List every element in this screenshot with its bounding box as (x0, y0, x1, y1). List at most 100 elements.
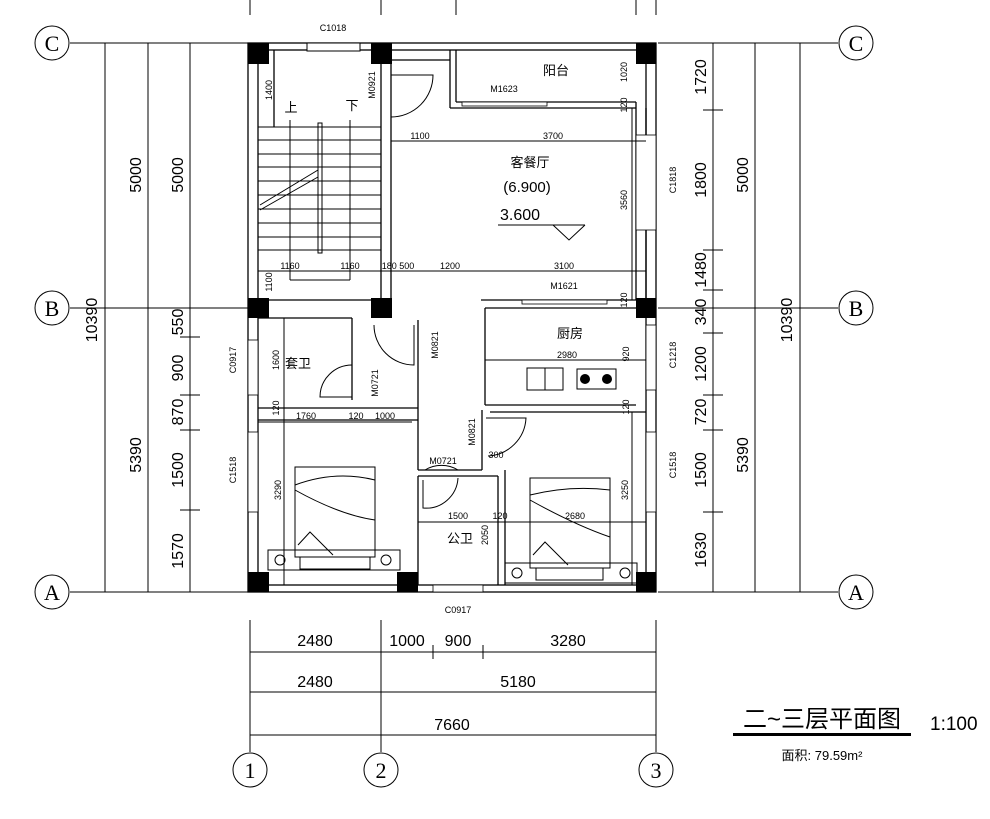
axis-label-b: B (45, 296, 60, 321)
dim-text: 870 (170, 399, 187, 426)
right-dimensions: 1720 1800 1480 340 1200 720 1500 1630 50… (693, 59, 796, 568)
door-label: M0821 (430, 331, 440, 359)
dim-text: 1400 (264, 80, 274, 100)
dim-text: 1160 (280, 261, 299, 271)
dim-text: 2680 (565, 511, 585, 521)
dim-text: 1600 (271, 350, 281, 370)
axis-label-a: A (848, 580, 864, 605)
dim-text: 1760 (296, 411, 316, 421)
room-label-ensuite: 套卫 (285, 356, 311, 371)
walls (247, 42, 657, 593)
dim-text: 3560 (619, 190, 629, 210)
axis-label-b: B (849, 296, 864, 321)
inner-dimension-labels: 1400 1020 120 1100 3700 3560 1160 1160 1… (264, 62, 631, 545)
stove-icon (576, 368, 617, 390)
window-label: C1018 (320, 23, 347, 33)
axis-label-3: 3 (651, 758, 662, 783)
door-label: M0921 (367, 71, 377, 99)
dim-text: 1500 (170, 452, 187, 488)
dim-text: 340 (693, 299, 710, 326)
axis-label-a: A (44, 580, 60, 605)
dim-text: 1720 (693, 59, 710, 95)
window-label: C1518 (228, 457, 238, 484)
door-label: M0821 (467, 418, 477, 446)
dim-text: 1630 (693, 532, 710, 568)
dim-text: 1200 (440, 261, 460, 271)
dim-text: 2480 (297, 674, 333, 691)
axis-label-1: 1 (245, 758, 256, 783)
columns (248, 43, 656, 592)
dim-text: 120 (621, 399, 631, 414)
dim-text: 3700 (543, 131, 563, 141)
axis-label-c: C (45, 31, 60, 56)
bottom-dimensions: 2480 1000 900 3280 2480 5180 7660 (297, 633, 586, 734)
dim-text: 1570 (170, 533, 187, 569)
dim-text: 2480 (297, 633, 333, 650)
dim-text: 10390 (84, 298, 101, 343)
stair-down-label: 下 (345, 98, 358, 113)
axis-markers: C C B B A A 1 2 3 (34, 25, 874, 788)
door-labels: M0921 M1623 M1621 M0721 M0821 M0821 M072… (367, 71, 578, 466)
grid-lines (70, 42, 838, 752)
floor-level-label: 3.600 (500, 207, 540, 224)
title-text: 二~三层平面图 (743, 706, 901, 733)
dim-text: 1500 (693, 452, 710, 488)
dim-text: 2050 (480, 525, 490, 545)
dim-text: 5000 (128, 157, 145, 193)
dim-text: 3100 (554, 261, 574, 271)
room-label-balcony: 阳台 (543, 63, 569, 78)
dim-text: 1020 (619, 62, 629, 82)
stair-up-label: 上 (284, 100, 297, 115)
door-label: M0721 (370, 369, 380, 397)
bed-left (267, 466, 401, 571)
window-label: C0917 (228, 347, 238, 374)
room-label-living: 客餐厅 (510, 155, 549, 170)
dim-text: 1000 (389, 633, 425, 650)
door-swings (319, 74, 527, 509)
dim-text: 10390 (779, 298, 796, 343)
staircase (258, 120, 381, 281)
window-labels: C1018 C0917 C1518 C1818 C1218 C1518 C091… (228, 23, 678, 615)
dim-text: 1500 (448, 511, 468, 521)
dim-text: 920 (621, 346, 631, 361)
axis-label-c: C (849, 31, 864, 56)
door-label: M1623 (490, 84, 518, 94)
door-label: M1621 (550, 281, 578, 291)
dim-text: 1000 (375, 411, 395, 421)
dim-text: 5390 (735, 437, 752, 473)
top-extension-lines (249, 0, 657, 15)
scale-text: 1:100 (930, 714, 978, 735)
axis-label-2: 2 (376, 758, 387, 783)
dim-text: 120 (619, 292, 629, 307)
dim-text: 1100 (410, 131, 429, 141)
left-dimensions: 10390 5000 5000 5390 550 900 870 1500 15… (84, 157, 187, 569)
window-label: C1818 (668, 167, 678, 194)
drawing-title: 二~三层平面图 1:100 面积: 79.59m² (733, 706, 978, 763)
dim-text: 3280 (550, 633, 586, 650)
window-label: C1518 (668, 452, 678, 479)
dim-text: 120 (492, 511, 507, 521)
dim-text: 2980 (557, 350, 577, 360)
door-label: M0721 (429, 456, 457, 466)
dim-text: 900 (170, 355, 187, 382)
window-label: C1218 (668, 342, 678, 369)
kitchen-fixtures (526, 367, 617, 391)
dim-text: 120 (271, 400, 281, 415)
dim-text: 5000 (170, 157, 187, 193)
dim-text: 1100 (264, 272, 274, 291)
dim-text: 3290 (273, 480, 283, 500)
dim-text: 120 (619, 97, 629, 112)
dim-text: 5180 (500, 674, 536, 691)
windows (247, 42, 657, 593)
dim-text: 1480 (693, 252, 710, 288)
level-marker-icon (498, 224, 586, 241)
dim-text: 720 (693, 399, 710, 426)
dim-text: 7660 (434, 717, 470, 734)
level-label: (6.900) (503, 179, 551, 196)
dim-text: 180 500 (382, 261, 415, 271)
dim-text: 1200 (693, 346, 710, 382)
dim-text: 300 (488, 450, 503, 460)
dim-text: 5390 (128, 437, 145, 473)
room-label-kitchen: 厨房 (557, 326, 583, 341)
